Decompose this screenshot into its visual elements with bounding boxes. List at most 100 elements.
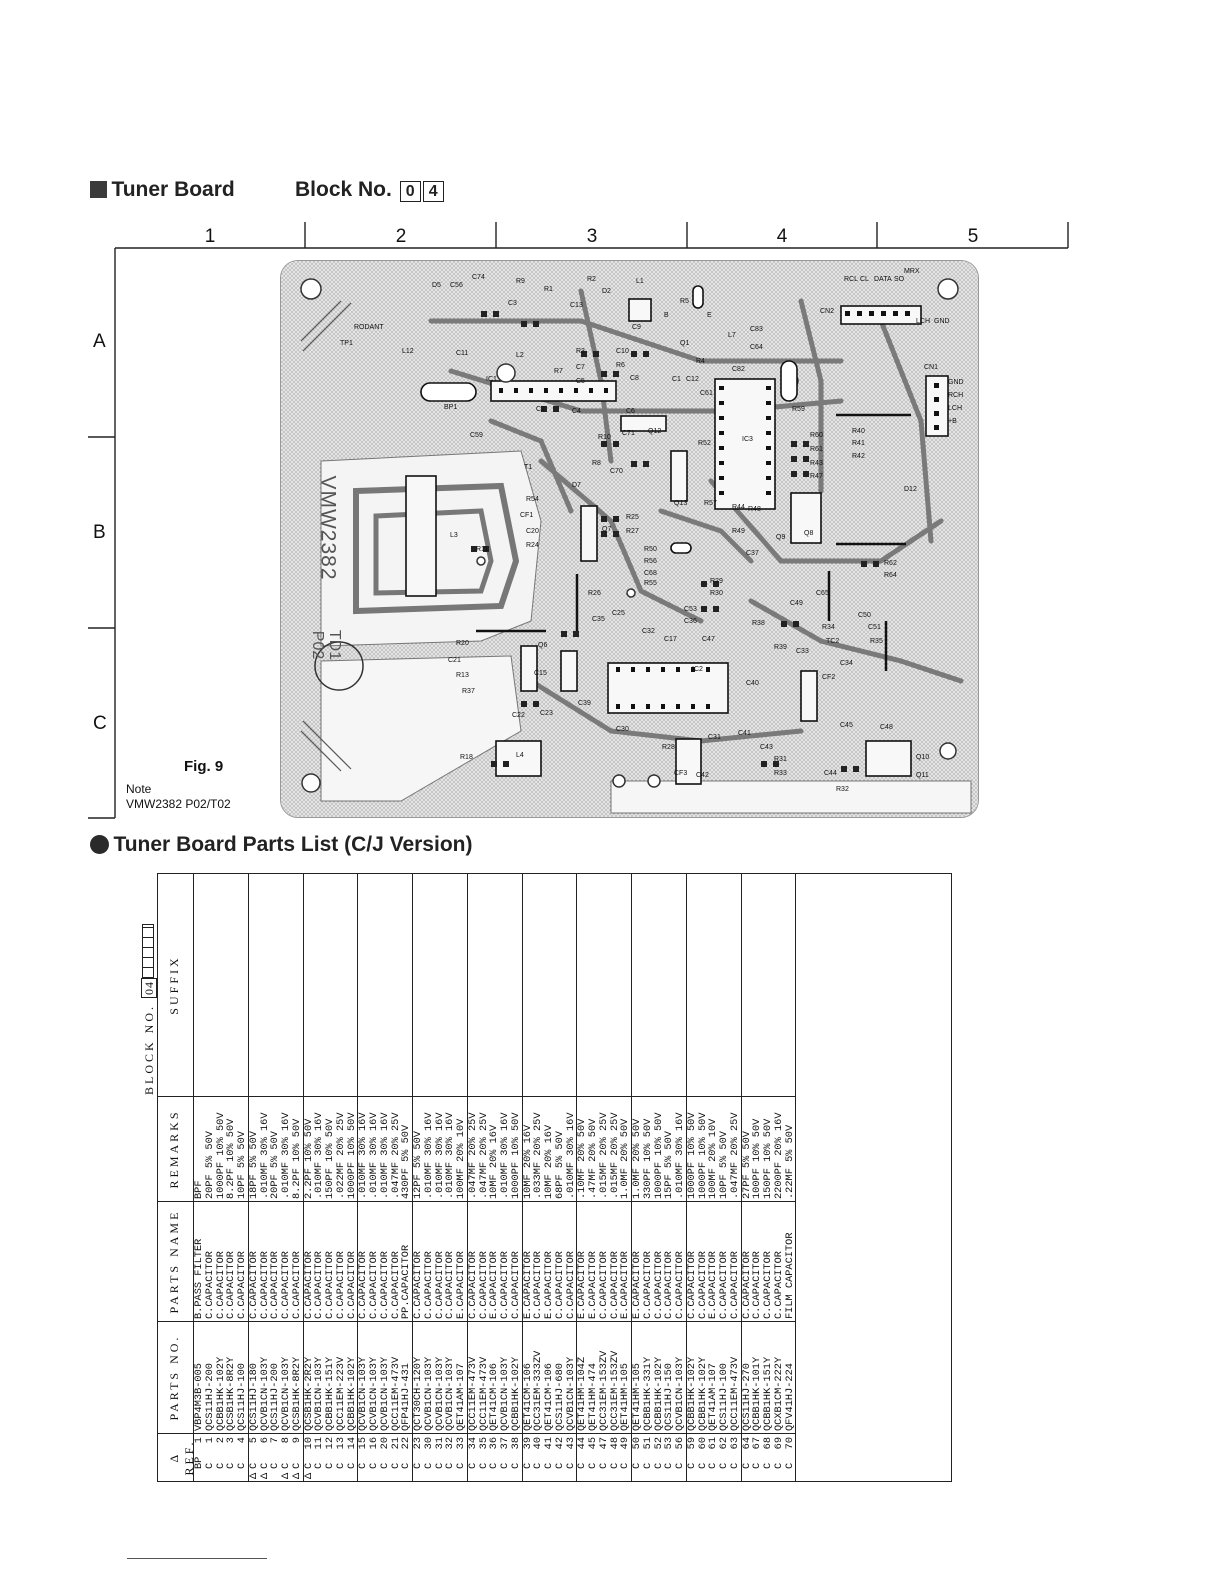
part-suffix	[555, 874, 566, 1096]
part-suffix	[708, 874, 719, 1096]
note-text: VMW2382 P02/T02	[126, 797, 231, 811]
figure-label: Fig. 9	[184, 758, 224, 775]
part-name: E.CAPACITOR	[577, 1201, 588, 1321]
ref-number: 63	[729, 1437, 741, 1450]
parts-list-title: Tuner Board Parts List (C/J Version)	[113, 833, 473, 856]
table-row-ref: C14	[346, 1433, 359, 1481]
part-number: QCVB1CN-103Y	[500, 1321, 511, 1433]
part-name: E.CAPACITOR	[708, 1201, 719, 1321]
ref-letter: C	[654, 1453, 665, 1469]
ref-letter: C	[544, 1453, 555, 1469]
ref-number: 69	[773, 1437, 785, 1450]
ref-letter: C	[687, 1453, 698, 1469]
safety-mark: Δ	[260, 1469, 271, 1479]
part-remarks: BPF	[194, 1096, 205, 1201]
cn2-pin-label: CL	[860, 276, 869, 283]
ref-number: 20	[379, 1437, 391, 1450]
part-number: QCVB1CN-103Y	[565, 1321, 578, 1433]
part-number: QCBB1HK-331Y	[642, 1321, 654, 1433]
part-number: QCS11HJ-180	[248, 1321, 260, 1433]
ref-letter: C	[369, 1453, 380, 1469]
part-number: QCVB1CN-103Y	[423, 1321, 435, 1433]
part-name: B.PASS FILTER	[194, 1201, 205, 1321]
safety-mark: Δ	[304, 1469, 315, 1479]
ref-letter: C	[304, 1453, 315, 1469]
part-suffix	[533, 874, 544, 1096]
ref-letter: C	[260, 1453, 271, 1469]
header-parts-name: PARTS NAME	[158, 1201, 194, 1321]
part-suffix	[489, 874, 500, 1096]
part-remarks: 150PF 10% 50V	[325, 1096, 336, 1201]
grid-col-1: 1	[204, 226, 216, 247]
part-number: QCBB1HK-102Y	[215, 1321, 227, 1433]
grid-row-c: C	[93, 713, 107, 734]
table-row-ref: C52	[653, 1433, 665, 1481]
table-row-ref: ΔC5	[248, 1433, 260, 1481]
part-remarks: .022MF 20% 25V	[335, 1096, 347, 1201]
part-suffix	[620, 874, 632, 1096]
part-number: QCBB1HK-102Y	[346, 1321, 359, 1433]
pcb-layout-figure: VMW2382 P02 TD1	[280, 260, 979, 818]
part-suffix	[664, 874, 675, 1096]
part-name: E.CAPACITOR	[456, 1201, 468, 1321]
parts-list-table: Δ REF. BP1C1C2C3C4ΔC5ΔC6C7ΔC8ΔC9ΔC10C11C…	[157, 873, 952, 1482]
part-name: C.CAPACITOR	[379, 1201, 391, 1321]
table-row-ref: C31	[434, 1433, 446, 1481]
part-name: C.CAPACITOR	[358, 1201, 369, 1321]
table-row-ref: C20	[379, 1433, 391, 1481]
ref-number: 23	[413, 1437, 424, 1450]
ref-number: 68	[763, 1437, 774, 1450]
ref-letter: C	[249, 1453, 260, 1469]
part-name: C.CAPACITOR	[554, 1201, 566, 1321]
grid-col-5: 5	[967, 226, 979, 247]
ref-number: 47	[598, 1437, 610, 1450]
ref-number: 32	[445, 1437, 456, 1450]
table-row-ref: C11	[314, 1433, 325, 1481]
ref-letter: C	[456, 1462, 467, 1469]
part-suffix	[643, 874, 654, 1096]
part-suffix	[391, 874, 402, 1096]
block-no-suffix-boxes	[142, 923, 154, 978]
ref-letter: C	[468, 1453, 479, 1469]
ref-letter: C	[424, 1453, 435, 1469]
table-row-ref: C62	[719, 1433, 730, 1481]
ref-letter: C	[632, 1453, 643, 1469]
ref-letter: C	[336, 1453, 347, 1469]
ref-number: 30	[423, 1437, 435, 1450]
part-suffix	[468, 874, 479, 1096]
col-parts-name: PARTS NAME B.PASS FILTER C.CAPACITOR C.CAP…	[158, 1201, 951, 1321]
ref-number: 51	[642, 1437, 654, 1450]
ref-letter: C	[391, 1453, 402, 1469]
ref-letter: C	[445, 1453, 456, 1469]
ref-number: 35	[478, 1437, 490, 1450]
part-number: QCBB1HK-102Y	[510, 1321, 523, 1433]
part-suffix	[565, 874, 578, 1096]
table-row-ref: C64	[741, 1433, 753, 1481]
block-label: Block No.	[295, 178, 392, 201]
table-row-ref: C60	[697, 1433, 709, 1481]
part-suffix	[456, 874, 468, 1096]
footer-rule	[127, 1558, 267, 1559]
part-remarks: 100MF 20% 10V	[708, 1096, 719, 1201]
part-suffix	[774, 874, 785, 1096]
ref-number: 34	[467, 1437, 479, 1450]
ref-letter: C	[555, 1453, 566, 1469]
part-number: QCC11EM-473V	[729, 1321, 742, 1433]
ref-letter: C	[510, 1462, 522, 1469]
table-row-ref: C16	[369, 1433, 380, 1481]
ref-letter: C	[237, 1462, 248, 1469]
part-name: E.CAPACITOR	[632, 1201, 643, 1321]
ref-letter: C	[708, 1453, 719, 1469]
part-suffix	[336, 874, 347, 1096]
part-name: C.CAPACITOR	[653, 1201, 665, 1321]
ref-number: 1	[205, 1437, 216, 1453]
part-name: C.CAPACITOR	[314, 1201, 325, 1321]
part-remarks: .010MF 30% 16V	[565, 1096, 578, 1201]
part-name: C.CAPACITOR	[752, 1201, 763, 1321]
part-remarks: .010MF 30% 16V	[259, 1096, 271, 1201]
figure-note: Note VMW2382 P02/T02	[126, 782, 231, 812]
part-number: QCVB1CN-103Y	[434, 1321, 446, 1433]
part-number: QET41AM-107	[456, 1321, 468, 1433]
part-remarks: .010MF 30% 16V	[434, 1096, 446, 1201]
